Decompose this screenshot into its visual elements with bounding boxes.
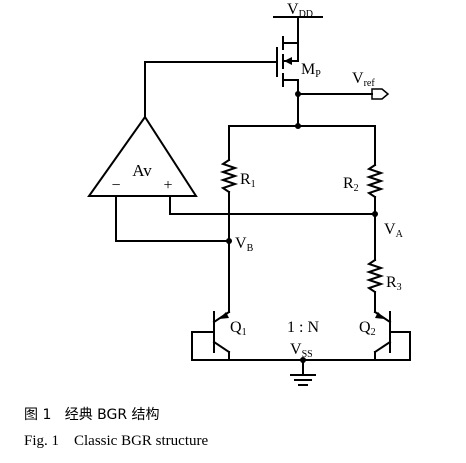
amp-gain-label: Av <box>132 161 152 180</box>
pmos-mp <box>144 36 299 98</box>
caption-chinese: 图 1 经典 BGR 结构 <box>24 407 160 423</box>
pmos-arrow-icon <box>284 57 292 65</box>
r2-label: R2 <box>343 175 359 194</box>
op-amp-triangle <box>87 115 198 197</box>
mp-label: MP <box>301 61 321 80</box>
amp-minus-label: − <box>111 177 120 194</box>
q1-label: Q1 <box>230 319 247 338</box>
bjt-q2 <box>373 310 411 361</box>
q1-arrow-icon <box>219 312 229 319</box>
vref-label: Vref <box>352 70 375 89</box>
vdd-label: VDD <box>287 1 313 20</box>
r2-resistor <box>365 163 385 199</box>
r3-resistor <box>365 258 385 294</box>
caption-english: Fig. 1 Classic BGR structure <box>24 433 209 449</box>
amp-plus-label: + <box>163 177 172 194</box>
ratio-label: 1 : N <box>287 319 319 336</box>
vref-port-icon <box>371 88 390 100</box>
q2-label: Q2 <box>359 319 376 338</box>
q2-arrow-icon <box>375 312 385 319</box>
bjt-q1 <box>191 310 231 361</box>
r3-label: R3 <box>386 274 402 293</box>
r1-resistor <box>219 158 239 194</box>
bgr-schematic: VDD MP Vref R1 VB R2 VA R3 Av − + <box>87 1 411 386</box>
ground-icon <box>290 374 316 386</box>
vref-node <box>295 91 301 97</box>
va-label: VA <box>384 221 404 240</box>
r1-label: R1 <box>240 171 256 190</box>
vss-label: VSS <box>290 341 313 360</box>
vb-label: VB <box>235 235 254 254</box>
